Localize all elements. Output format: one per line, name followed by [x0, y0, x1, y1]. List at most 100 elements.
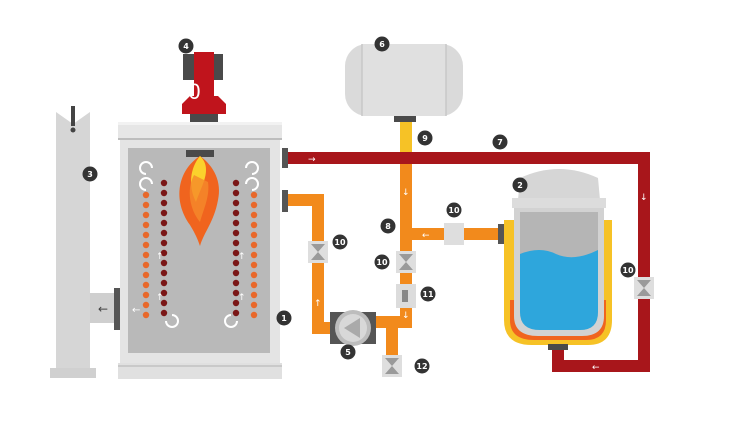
- badge-label: 5: [345, 348, 351, 357]
- badge-filter: 11: [420, 286, 436, 302]
- coil-dot: [232, 279, 240, 287]
- coil-dot: [232, 219, 240, 227]
- badge-heater: 1: [276, 310, 292, 326]
- coil-dot: [142, 211, 150, 219]
- valves: [308, 223, 654, 377]
- badge-label: 10: [622, 266, 634, 275]
- coil-dot: [250, 221, 258, 229]
- coil-dot: [250, 211, 258, 219]
- coil-dot: [142, 261, 150, 269]
- coil-dot: [160, 249, 168, 257]
- flow-arrow-icon: [139, 161, 153, 175]
- pump-icon: [344, 318, 360, 338]
- coil-dot: [250, 241, 258, 249]
- badge-label: 9: [422, 134, 428, 143]
- coil-dot: [250, 201, 258, 209]
- badge-label: 12: [416, 362, 427, 371]
- coil-dot: [232, 289, 240, 297]
- coil-dot: [160, 199, 168, 207]
- coil-dot: [160, 289, 168, 297]
- flow-arrow-icon: [245, 177, 259, 191]
- flow-arrow-icon: ↓: [402, 311, 410, 321]
- coil-dot: [250, 191, 258, 199]
- coil-dot: [232, 239, 240, 247]
- badge-expansion-line: 9: [417, 130, 433, 146]
- flow-arrow-icon: [139, 177, 153, 191]
- badge-label: 7: [497, 138, 503, 147]
- coil-dot: [250, 301, 258, 309]
- svg-text:↑: ↑: [238, 252, 246, 262]
- flow-arrow-icon: ↓: [402, 188, 410, 198]
- coil-dot: [160, 279, 168, 287]
- reactor-vessel: [498, 169, 612, 350]
- svg-text:↑: ↑: [156, 293, 164, 303]
- valve-icon: [308, 241, 328, 263]
- flow-arrow-icon: [224, 314, 238, 328]
- badge-label: 10: [334, 238, 346, 247]
- heater: ← ↑ ↑ ↑ ↑: [118, 122, 288, 379]
- badge-label: 1: [281, 314, 287, 323]
- valve-icon: [444, 223, 464, 245]
- coil-dot: [142, 201, 150, 209]
- coil-dot: [160, 259, 168, 267]
- flow-arrow-icon: ↑: [314, 299, 322, 309]
- flow-arrow-icon: →: [308, 155, 316, 165]
- valve-icon: [396, 251, 416, 273]
- badge-label: 2: [517, 181, 523, 190]
- badge-burner: 4: [178, 38, 194, 54]
- coil-dot: [160, 179, 168, 187]
- burner: 70: [176, 52, 226, 122]
- chimney: ← ⇡: [50, 84, 120, 378]
- badge-label: 10: [376, 258, 388, 267]
- coil-dot: [160, 239, 168, 247]
- coil-dot: [142, 291, 150, 299]
- valve-icon: [634, 277, 654, 299]
- badge-drain-valve: 12: [414, 358, 430, 374]
- expansion-tank: [345, 44, 463, 122]
- coil-dot: [232, 229, 240, 237]
- badge-label: 6: [379, 40, 385, 49]
- badge-valve: 10: [620, 262, 636, 278]
- pipe-flow-arrows: → ↓ ← ↑ ↓ ↓ ←: [308, 155, 648, 373]
- svg-text:←: ←: [132, 305, 140, 316]
- coil-dot: [142, 221, 150, 229]
- filter: [396, 284, 416, 308]
- coil-dot: [232, 199, 240, 207]
- flow-arrow-icon: ←: [592, 363, 600, 373]
- coil-dot: [250, 251, 258, 259]
- badge-valve: 10: [332, 234, 348, 250]
- coil-dot: [160, 299, 168, 307]
- badge-circulation-pump: 5: [340, 344, 356, 360]
- coil-dot: [142, 241, 150, 249]
- coil-dot: [232, 309, 240, 317]
- coil-dot: [142, 281, 150, 289]
- coil-dot: [232, 259, 240, 267]
- coil-dot: [232, 179, 240, 187]
- expansion-line: [400, 122, 412, 154]
- coil-dot: [250, 231, 258, 239]
- badge-label: 4: [183, 42, 189, 51]
- badge-label: 11: [422, 290, 434, 299]
- coil-dot: [250, 311, 258, 319]
- burner-label-text: 70: [176, 79, 200, 104]
- flow-arrow-icon: [245, 161, 259, 175]
- badge-label: 8: [385, 222, 391, 231]
- coil-dot: [160, 269, 168, 277]
- coil-dot: [142, 191, 150, 199]
- svg-text:↑: ↑: [238, 293, 246, 303]
- coil-dot: [250, 271, 258, 279]
- badge-label: 10: [448, 206, 460, 215]
- coil-dot: [142, 311, 150, 319]
- coil-dot: [250, 291, 258, 299]
- coil-dot: [232, 209, 240, 217]
- coil-dot: [160, 209, 168, 217]
- heating-coils: [142, 179, 258, 319]
- badge-valve: 10: [374, 254, 390, 270]
- coil-dot: [160, 309, 168, 317]
- badge-expansion-tank: 6: [374, 36, 390, 52]
- chimney-exhaust-icon: ⇡: [58, 84, 76, 109]
- coil-dot: [142, 231, 150, 239]
- circulation-pump: [330, 310, 376, 346]
